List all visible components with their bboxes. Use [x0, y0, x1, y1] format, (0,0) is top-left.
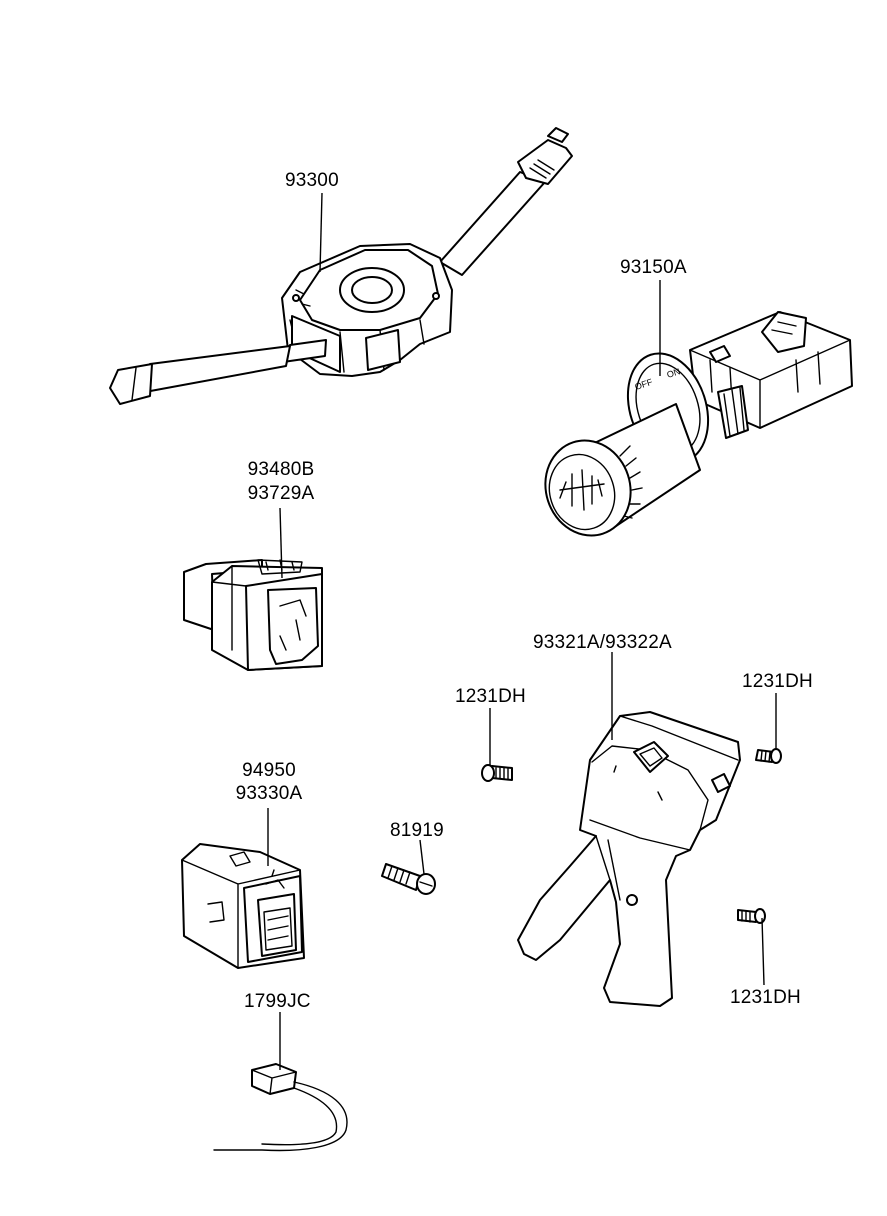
callout-hazard-switch-2: 93729A: [247, 483, 315, 504]
switch-panel-drawing: [517, 711, 741, 1007]
leader-lines: [267, 192, 777, 1070]
screw-right-top-drawing: [755, 748, 782, 764]
dimmer-switch-drawing: [181, 843, 305, 969]
callout-rear-fog-switch: 93150A: [620, 257, 687, 278]
callout-screw-right-bottom: 1231DH: [730, 987, 801, 1008]
callout-bolt: 81919: [390, 820, 444, 841]
callout-switch-panel: 93321A/93322A: [533, 632, 672, 653]
hazard-switch-drawing: [183, 559, 323, 671]
multifunction-switch-drawing: [109, 127, 573, 405]
bolt-drawing: [381, 863, 436, 895]
screw-right-bottom-drawing: [737, 908, 766, 924]
callout-hazard-switch-1: 93480B: [247, 459, 315, 480]
callout-screw-right-top: 1231DH: [742, 671, 813, 692]
screw-left-drawing: [481, 764, 513, 782]
knob-mark-on: ON: [666, 366, 682, 380]
callout-screw-left: 1231DH: [455, 686, 526, 707]
wiring-connector-drawing: [213, 1063, 348, 1152]
callout-dimmer-switch-2: 93330A: [235, 783, 303, 804]
callout-wiring-connector: 1799JC: [244, 991, 311, 1012]
callout-multifunction-switch: 93300: [285, 170, 339, 191]
callout-dimmer-switch-1: 94950: [242, 760, 296, 781]
rear-fog-switch-drawing: OFF ON: [544, 311, 853, 537]
